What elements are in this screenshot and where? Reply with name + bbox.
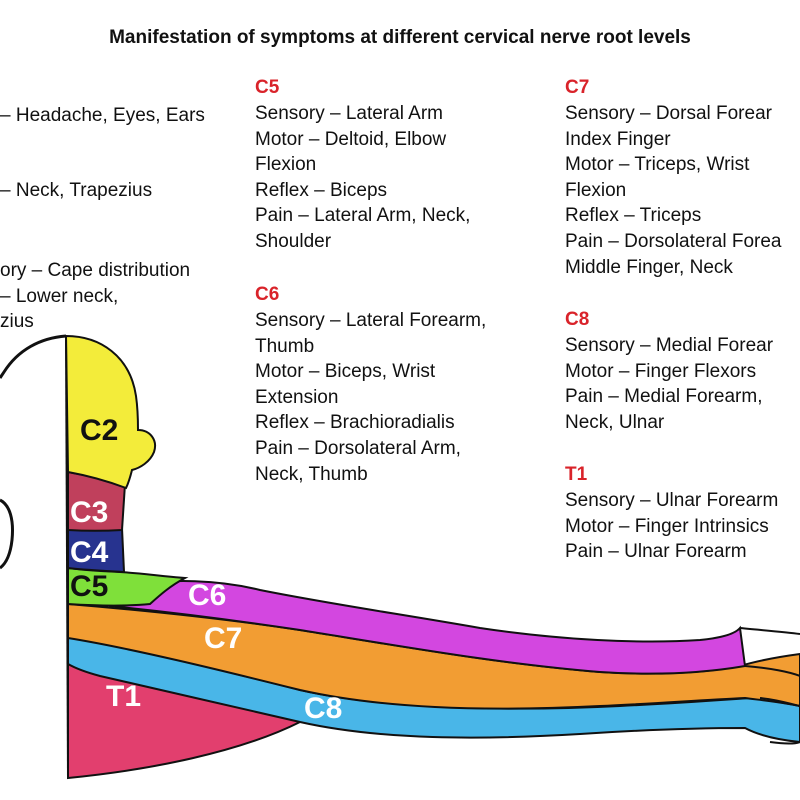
left-line-3: ory – Cape distribution <box>0 260 191 281</box>
section-c7-line: Pain – Dorsolateral Forea <box>565 230 782 252</box>
shoulder-outline <box>0 498 14 570</box>
section-c6-line: Thumb <box>255 335 315 357</box>
section-t1-line: Sensory – Ulnar Forearm <box>565 490 779 511</box>
section-c6-line: Sensory – Lateral Forearm, <box>255 310 487 331</box>
section-c6-line: Extension <box>255 386 339 408</box>
section-c6-line: Neck, Thumb <box>255 463 368 485</box>
section-c7-line: Sensory – Dorsal Forear <box>565 103 772 124</box>
section-c6-line: Motor – Biceps, Wrist <box>255 361 436 383</box>
label-c3: C3 <box>70 496 108 529</box>
section-c7-line: Middle Finger, Neck <box>565 256 733 278</box>
section-t1-heading: T1 <box>565 464 588 485</box>
section-c8: C8 Sensory – Medial Forear Motor – Finge… <box>565 308 773 435</box>
section-c5: C5 Sensory – Lateral Arm Motor – Deltoid… <box>255 76 470 255</box>
section-c5-line: Shoulder <box>255 230 332 252</box>
section-c5-line: Flexion <box>255 154 317 176</box>
label-c7: C7 <box>204 622 242 655</box>
section-c5-line: Motor – Deltoid, Elbow <box>255 128 447 150</box>
section-t1-line: Pain – Ulnar Forearm <box>565 541 747 563</box>
section-c7-line: Flexion <box>565 179 627 201</box>
section-t1-line: Motor – Finger Intrinsics <box>565 515 769 537</box>
left-line-2: – Neck, Trapezius <box>0 180 153 201</box>
section-c5-line: Pain – Lateral Arm, Neck, <box>255 205 471 227</box>
page-title: Manifestation of symptoms at different c… <box>109 27 691 48</box>
section-c7-line: Motor – Triceps, Wrist <box>565 154 750 176</box>
label-c6: C6 <box>188 579 226 612</box>
left-line-1: – Headache, Eyes, Ears <box>0 105 205 126</box>
body-outline-left <box>0 334 67 379</box>
left-line-4: – Lower neck, <box>0 286 119 307</box>
section-c8-line: Pain – Medial Forearm, <box>565 386 763 408</box>
label-c2: C2 <box>80 414 118 447</box>
section-c8-line: Motor – Finger Flexors <box>565 360 757 382</box>
section-c6-line: Pain – Dorsolateral Arm, <box>255 437 461 459</box>
section-c7-heading: C7 <box>565 77 590 98</box>
label-c8: C8 <box>304 692 342 725</box>
midline <box>65 335 69 779</box>
section-c7-line: Index Finger <box>565 128 671 150</box>
section-c8-line: Sensory – Medial Forear <box>565 335 774 356</box>
section-c8-line: Neck, Ulnar <box>565 411 665 433</box>
hand-outline <box>739 627 800 745</box>
label-c4: C4 <box>70 536 109 569</box>
c6-region <box>108 580 747 675</box>
section-c5-line: Sensory – Lateral Arm <box>255 103 443 124</box>
section-c5-heading: C5 <box>255 77 280 98</box>
section-c6-heading: C6 <box>255 284 280 305</box>
c2-region <box>64 334 156 490</box>
left-line-5: zius <box>0 311 34 332</box>
label-c5: C5 <box>70 570 108 603</box>
label-t1: T1 <box>106 680 141 713</box>
section-c8-heading: C8 <box>565 309 590 330</box>
section-c5-line: Reflex – Biceps <box>255 179 388 201</box>
section-t1: T1 Sensory – Ulnar Forearm Motor – Finge… <box>565 463 778 565</box>
section-c7: C7 Sensory – Dorsal Forear Index Finger … <box>565 76 782 280</box>
section-c6: C6 Sensory – Lateral Forearm, Thumb Moto… <box>255 283 486 487</box>
section-c7-line: Reflex – Triceps <box>565 205 702 227</box>
section-c6-line: Reflex – Brachioradialis <box>255 412 455 434</box>
